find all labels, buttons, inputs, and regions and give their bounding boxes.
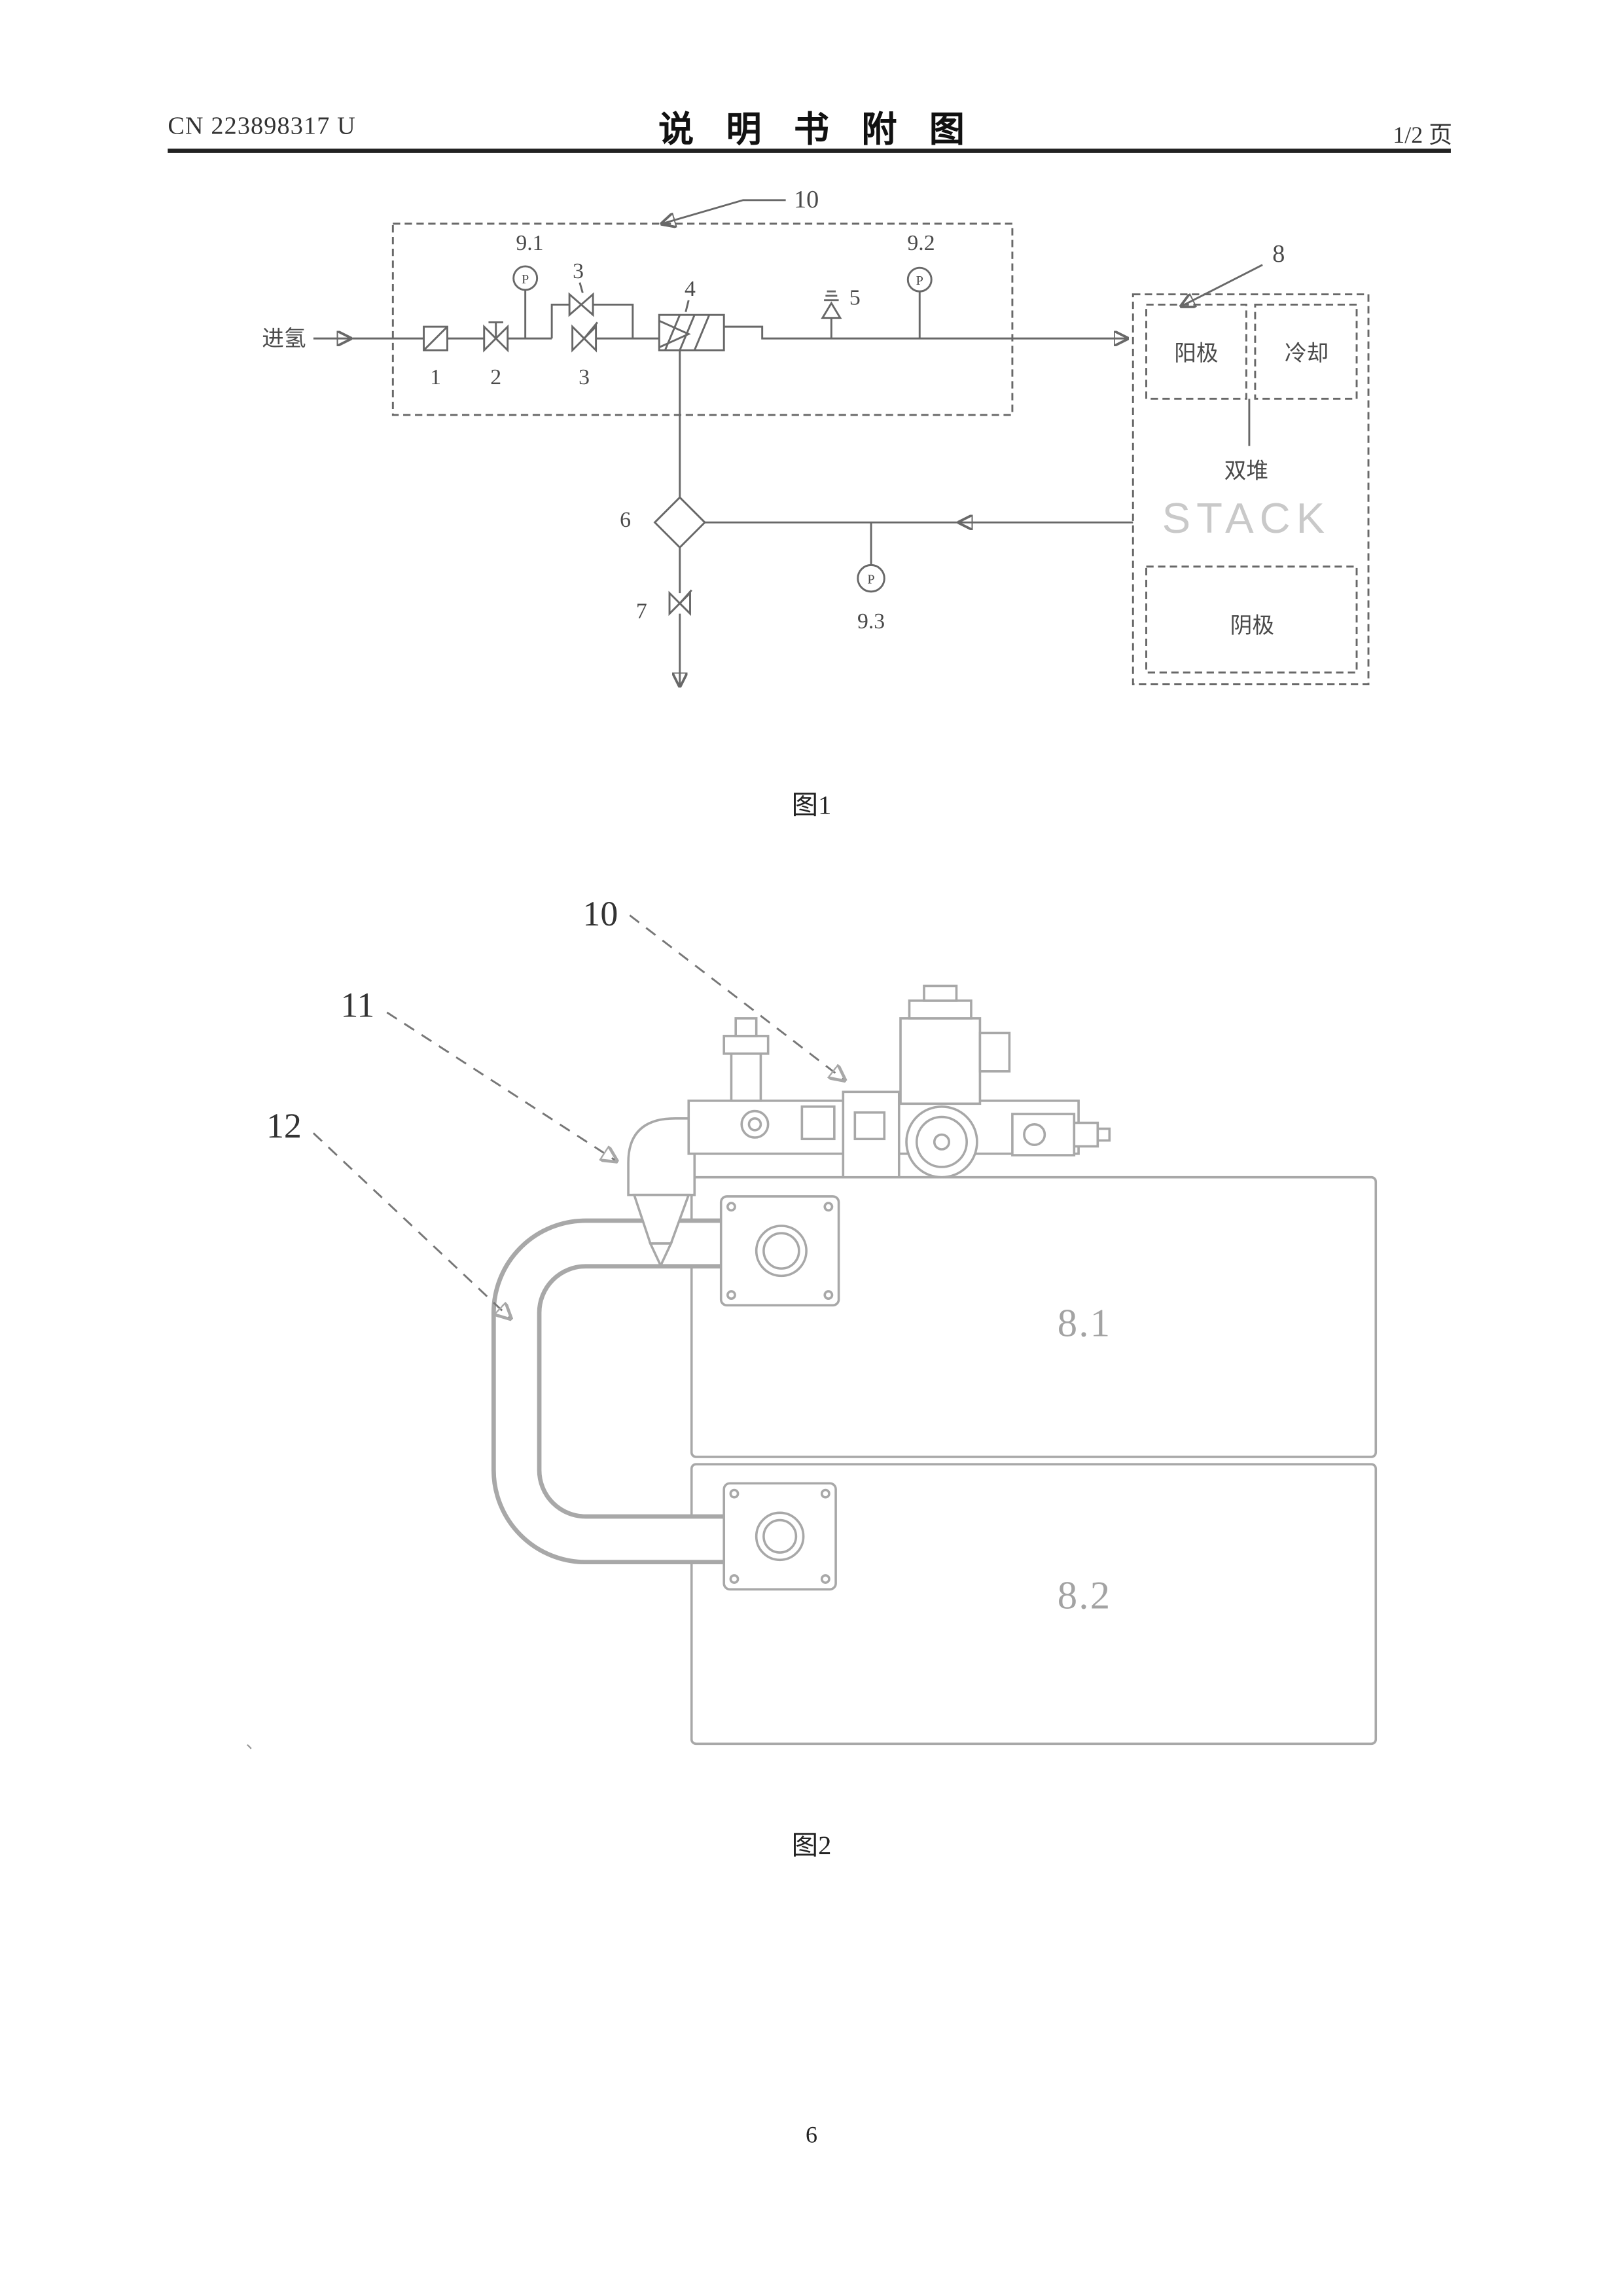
relief-valve-5 <box>821 290 842 339</box>
label-5: 5 <box>849 285 861 310</box>
figure2-assembly-drawing: 10 11 12 8.1 8.2 、 <box>245 894 1378 1752</box>
label-8-1: 8.1 <box>1058 1302 1112 1346</box>
right-fitting-port <box>1023 1122 1046 1147</box>
label-1: 1 <box>430 365 441 389</box>
stack-word-label: STACK <box>1162 494 1330 542</box>
label-10: 10 <box>794 186 819 213</box>
stack-cooling-label: 冷却 <box>1285 341 1329 366</box>
stack-anode-label: 阳极 <box>1174 341 1218 366</box>
label-4: 4 <box>685 277 696 301</box>
pump-shaft <box>933 1133 951 1151</box>
u-pipe-12 <box>491 1218 727 1565</box>
elbow-funnel-11 <box>627 1117 696 1268</box>
ejector-4 <box>658 314 725 351</box>
label-8-2: 8.2 <box>1058 1574 1112 1618</box>
stack-housing-8-1 <box>690 1175 1378 1458</box>
leader-11 <box>386 1011 616 1161</box>
bypass-return <box>593 303 634 339</box>
figure1-schematic: 10 进氢 1 2 P <box>262 186 1370 780</box>
pressure-gauge-9-2 <box>906 266 933 339</box>
label-9-3: 9.3 <box>857 609 885 634</box>
gauge-letter: P <box>522 272 529 287</box>
leader-4 <box>685 300 690 313</box>
patent-number: CN 223898317 U <box>168 111 356 140</box>
leader-3-top <box>579 282 584 293</box>
leader-12 <box>312 1132 510 1318</box>
sensor-port <box>740 1109 770 1139</box>
label-12: 12 <box>266 1106 302 1145</box>
stack-housing-8-2 <box>690 1463 1378 1746</box>
stack-cathode-label: 阴极 <box>1230 613 1274 638</box>
small-block <box>800 1105 836 1141</box>
solenoid-valve-body <box>899 1017 982 1105</box>
label-8: 8 <box>1272 240 1285 268</box>
stack-dual-label: 双堆 <box>1224 459 1268 484</box>
page-indicator: 1/2 页 <box>1393 123 1453 149</box>
drain-valve-7 <box>668 589 692 617</box>
leader-8 <box>1181 264 1263 306</box>
label-11: 11 <box>340 986 374 1025</box>
label-3-top: 3 <box>573 259 584 283</box>
solenoid-cap <box>908 999 972 1020</box>
page-number: 6 <box>805 2123 817 2149</box>
pressure-gauge-9-1 <box>512 265 539 339</box>
bypass-branch <box>550 303 570 339</box>
label-10: 10 <box>582 894 618 933</box>
document-title: 说明书附图 <box>658 111 997 151</box>
system-boundary-box <box>391 223 1014 416</box>
label-9-2: 9.2 <box>907 231 935 255</box>
figure1-caption: 图1 <box>791 790 832 820</box>
valve-3-bottom <box>571 321 598 353</box>
filter-1 <box>423 325 448 351</box>
header-rule <box>168 149 1451 153</box>
label-6: 6 <box>620 508 631 532</box>
stray-mark: 、 <box>245 1732 263 1752</box>
gauge-letter: P <box>916 274 923 288</box>
fitting-cap <box>722 1035 770 1055</box>
solenoid-connector <box>978 1031 1011 1073</box>
fitting-stack <box>730 1049 762 1102</box>
leader-10 <box>629 914 844 1081</box>
fitting-knob <box>734 1017 758 1037</box>
label-7: 7 <box>636 599 647 623</box>
pump-housing-inner <box>915 1115 968 1168</box>
check-valve-3-top <box>568 292 594 317</box>
figure2-caption: 图2 <box>791 1831 832 1860</box>
label-2: 2 <box>490 365 501 389</box>
separator-6 <box>653 495 707 549</box>
gauge-letter: P <box>867 572 874 586</box>
manifold-assembly-10 <box>687 984 1111 1179</box>
sensor-port-inner <box>747 1117 762 1132</box>
label-3-bottom: 3 <box>579 365 590 389</box>
right-end-cap <box>1073 1121 1099 1148</box>
inlet-label: 进氢 <box>262 326 306 351</box>
flange-8-2 <box>722 1482 837 1591</box>
valve-2 <box>483 321 509 353</box>
mounting-bracket <box>842 1090 901 1179</box>
pressure-gauge-9-3 <box>857 522 885 593</box>
bracket-slot <box>853 1111 886 1141</box>
flange-8-1 <box>719 1195 840 1307</box>
right-end-stub <box>1096 1127 1111 1142</box>
leader-10 <box>662 199 786 224</box>
label-9-1: 9.1 <box>516 231 543 255</box>
outlet-line <box>724 325 1012 340</box>
solenoid-knob <box>923 984 958 1002</box>
